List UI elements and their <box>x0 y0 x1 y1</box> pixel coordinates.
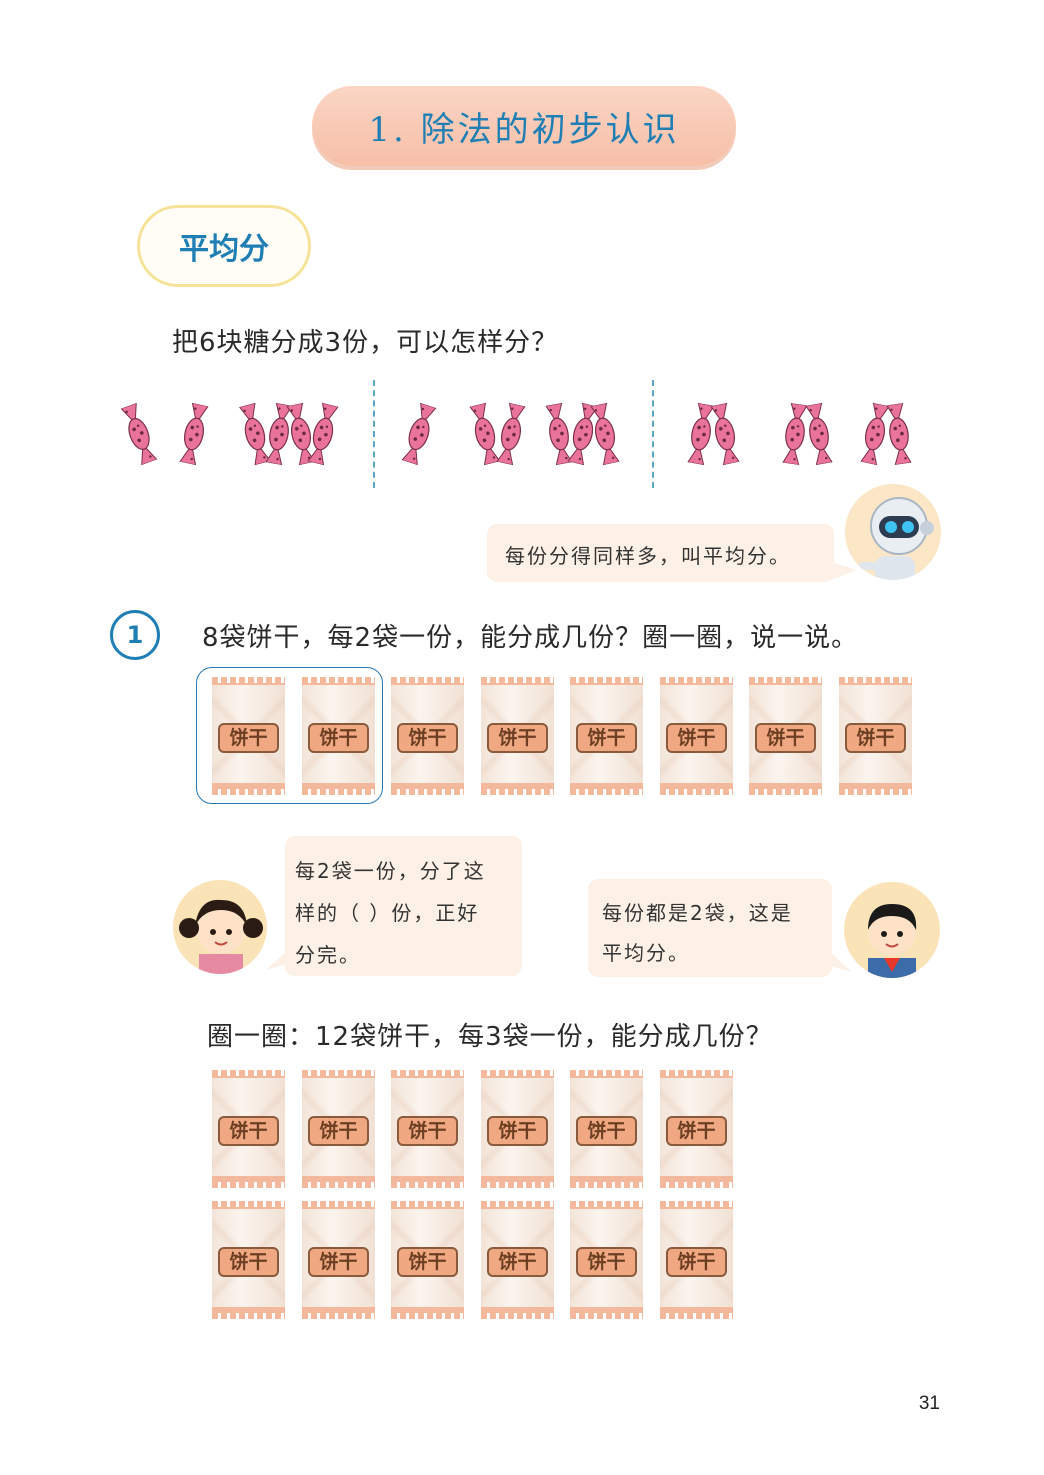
biscuit-bag: 饼干 <box>660 1070 733 1188</box>
bubble-tail <box>826 560 856 582</box>
biscuit-bag: 饼干 <box>481 677 554 795</box>
section-heading-oval: 平均分 <box>137 205 311 287</box>
boy-speech-bubble: 每份都是2袋，这是 平均分。 <box>588 879 832 977</box>
girl-speech-line: 样的（ ）份，正好 <box>295 901 480 925</box>
boy-speech-line: 平均分。 <box>602 941 690 965</box>
biscuit-label: 饼干 <box>487 723 548 753</box>
biscuit-label: 饼干 <box>308 1116 369 1146</box>
biscuit-label: 饼干 <box>487 1247 548 1277</box>
biscuit-bag: 饼干 <box>212 1070 285 1188</box>
biscuit-label: 饼干 <box>487 1116 548 1146</box>
candy-icon <box>805 402 833 466</box>
biscuit-label: 饼干 <box>308 723 369 753</box>
biscuit-label: 饼干 <box>666 723 727 753</box>
biscuit-bag: 饼干 <box>660 677 733 795</box>
exercise-number-badge: 1 <box>110 610 160 660</box>
biscuit-bag: 饼干 <box>302 1201 375 1319</box>
biscuit-label: 饼干 <box>666 1116 727 1146</box>
robot-avatar <box>845 484 941 580</box>
candy-icon <box>886 402 912 466</box>
biscuit-label: 饼干 <box>218 1116 279 1146</box>
robot-speech-bubble: 每份分得同样多，叫平均分。 <box>487 524 834 582</box>
candy-icon <box>710 402 740 466</box>
biscuit-label: 饼干 <box>397 723 458 753</box>
biscuit-bag: 饼干 <box>302 1070 375 1188</box>
biscuit-label: 饼干 <box>755 723 816 753</box>
biscuit-label: 饼干 <box>308 1247 369 1277</box>
biscuit-bag: 饼干 <box>660 1201 733 1319</box>
biscuit-bag: 饼干 <box>391 1070 464 1188</box>
candy-question: 把6块糖分成3份，可以怎样分？ <box>172 328 559 358</box>
grouping-circle <box>196 667 383 804</box>
candy-icon <box>590 402 620 466</box>
candy-icon <box>401 402 437 466</box>
candy-icon <box>469 402 501 466</box>
candy-icon <box>238 402 272 466</box>
girl-face-icon <box>179 899 263 974</box>
girl-avatar <box>173 880 267 974</box>
biscuit-label: 饼干 <box>576 1247 637 1277</box>
candy-icon <box>496 402 526 466</box>
bubble-tail <box>266 950 288 970</box>
bubble-tail <box>830 952 852 972</box>
biscuit-label: 饼干 <box>397 1116 458 1146</box>
section-heading: 平均分 <box>179 232 269 267</box>
biscuit-label: 饼干 <box>218 723 279 753</box>
biscuit-bag: 饼干 <box>839 677 912 795</box>
biscuit-label: 饼干 <box>218 1247 279 1277</box>
biscuit-bag: 饼干 <box>749 677 822 795</box>
candy-icon <box>179 402 209 466</box>
biscuit-label: 饼干 <box>845 723 906 753</box>
candy-icon <box>307 402 339 466</box>
biscuit-bag: 饼干 <box>391 677 464 795</box>
biscuit-label: 饼干 <box>576 1116 637 1146</box>
biscuit-label: 饼干 <box>666 1247 727 1277</box>
girl-speech-line: 每2袋一份，分了这 <box>295 859 486 883</box>
biscuit-label: 饼干 <box>576 723 637 753</box>
boy-avatar <box>844 882 940 978</box>
exercise-prompt: 8袋饼干，每2袋一份，能分成几份？圈一圈，说一说。 <box>202 623 859 653</box>
biscuit-bag: 饼干 <box>570 677 643 795</box>
boy-face-icon <box>868 904 917 978</box>
candy-icon <box>687 402 715 466</box>
candy-icon <box>120 402 158 466</box>
biscuit-bag: 饼干 <box>481 1070 554 1188</box>
lesson-title-banner: 1. 除法的初步认识 <box>312 86 736 166</box>
biscuit-bag: 饼干 <box>570 1070 643 1188</box>
biscuit-bag: 饼干 <box>212 677 285 795</box>
candy-icon <box>860 402 890 466</box>
girl-speech-line: 分完。 <box>295 943 361 967</box>
biscuit-bag: 饼干 <box>302 677 375 795</box>
page-number: 31 <box>918 1393 940 1414</box>
biscuit-bag: 饼干 <box>391 1201 464 1319</box>
robot-icon <box>859 497 934 580</box>
dashed-divider <box>652 380 654 488</box>
girl-speech-bubble: 每2袋一份，分了这 样的（ ）份，正好 分完。 <box>285 836 522 976</box>
exercise-prompt-2: 圈一圈：12袋饼干，每3袋一份，能分成几份？ <box>207 1022 773 1052</box>
boy-speech-line: 每份都是2袋，这是 <box>602 901 793 925</box>
biscuit-bag: 饼干 <box>212 1201 285 1319</box>
biscuit-label: 饼干 <box>397 1247 458 1277</box>
dashed-divider <box>373 380 375 488</box>
biscuit-bag: 饼干 <box>570 1201 643 1319</box>
lesson-title: 1. 除法的初步认识 <box>368 109 680 150</box>
robot-speech-text: 每份分得同样多，叫平均分。 <box>505 544 791 568</box>
biscuit-bag: 饼干 <box>481 1201 554 1319</box>
candy-icon <box>782 402 808 466</box>
